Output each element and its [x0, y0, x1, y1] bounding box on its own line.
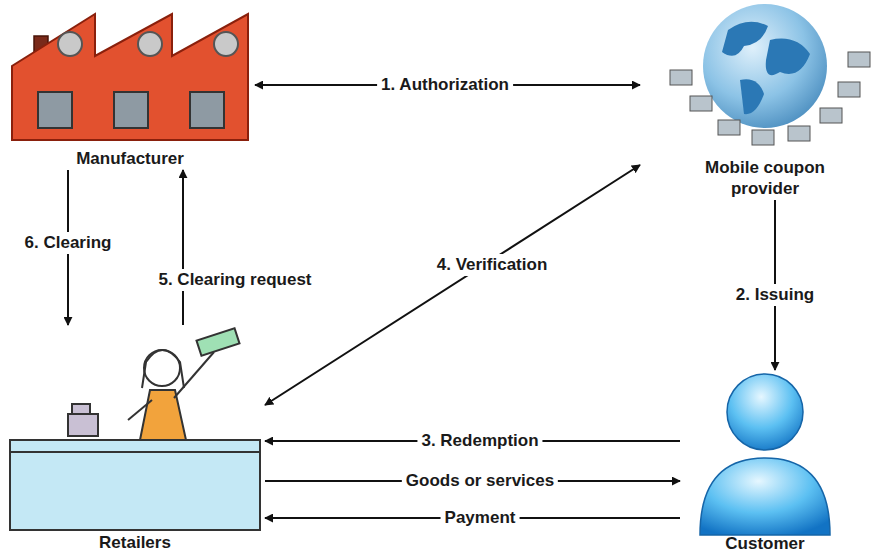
factory-node: Manufacturer: [5, 4, 255, 170]
flow-label: Goods or services: [402, 470, 558, 492]
flow-label: 5. Clearing request: [154, 269, 315, 291]
factory-icon: [12, 14, 248, 140]
node-label: Customer: [722, 533, 807, 555]
flow-label: 1. Authorization: [377, 74, 513, 96]
node-label: Retailers: [96, 532, 174, 554]
flow-label: 3. Redemption: [417, 430, 542, 452]
flow-label: 2. Issuing: [732, 284, 818, 306]
flow-arrow: [265, 165, 640, 405]
node-label: Mobile coupon provider: [680, 157, 851, 200]
retailer-node: Retailers: [5, 325, 265, 554]
globe-icon: [670, 4, 870, 145]
provider-node: Mobile coupon provider: [640, 0, 890, 200]
retailer-illustration: [10, 328, 260, 530]
flow-label: 4. Verification: [433, 254, 552, 276]
flow-label: Payment: [441, 507, 520, 529]
flow-label: 6. Clearing: [21, 232, 116, 254]
person-icon: [700, 374, 830, 535]
flow-arrow: [182, 170, 184, 325]
customer-node: Customer: [680, 370, 850, 555]
node-label: Manufacturer: [73, 148, 187, 170]
